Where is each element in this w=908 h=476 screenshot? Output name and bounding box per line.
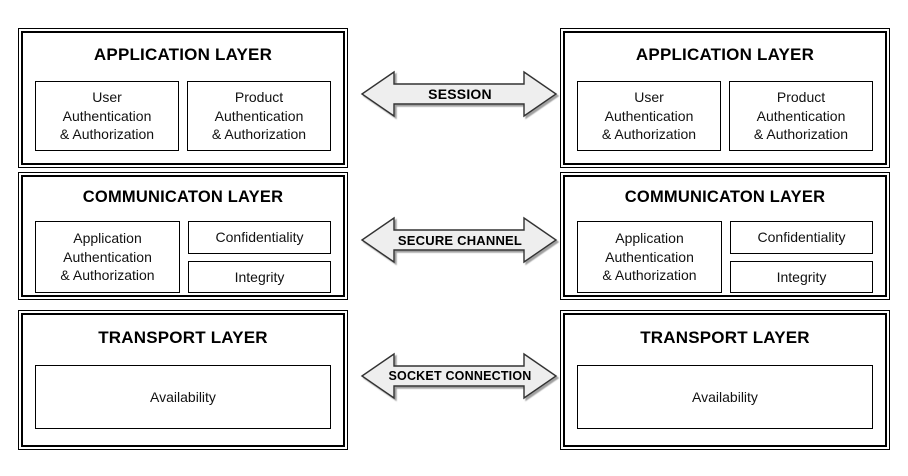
right-application-auth-box[interactable]: Application Authentication & Authorizati… <box>577 221 722 293</box>
left-availability-label: Availability <box>150 388 216 405</box>
socket-connection-arrow[interactable]: SOCKET CONNECTION <box>360 348 560 404</box>
right-communication-layer-boxes: Application Authentication & Authorizati… <box>577 221 873 293</box>
left-application-auth-line-2: Authentication <box>63 248 152 265</box>
left-application-auth-line-1: Application <box>73 230 142 247</box>
right-product-auth-line-1: Product <box>776 89 826 106</box>
right-application-layer-boxes: User Authentication & Authorization Prod… <box>577 81 873 151</box>
right-user-auth-box[interactable]: User Authentication & Authorization <box>577 81 721 151</box>
left-transport-layer-frame: TRANSPORT LAYER Availability <box>21 313 345 447</box>
right-availability-label: Availability <box>692 388 758 405</box>
left-transport-layer-boxes: Availability <box>35 365 331 429</box>
right-confidentiality-label: Confidentiality <box>757 229 846 246</box>
left-integrity-label: Integrity <box>234 268 285 285</box>
left-user-auth-box[interactable]: User Authentication & Authorization <box>35 81 179 151</box>
right-availability-box[interactable]: Availability <box>577 365 873 429</box>
right-integrity-box[interactable]: Integrity <box>730 260 873 293</box>
right-application-auth-line-3: & Authorization <box>602 267 697 284</box>
left-integrity-box[interactable]: Integrity <box>188 260 331 293</box>
right-product-auth-box[interactable]: Product Authentication & Authorization <box>729 81 873 151</box>
left-availability-box[interactable]: Availability <box>35 365 331 429</box>
right-user-auth-line-2: Authentication <box>604 107 694 124</box>
left-application-layer-frame: APPLICATION LAYER User Authentication & … <box>21 31 345 165</box>
right-product-auth-line-2: Authentication <box>756 107 846 124</box>
right-application-auth-line-2: Authentication <box>605 248 694 265</box>
left-product-auth-line-1: Product <box>234 89 284 106</box>
right-user-auth-line-3: & Authorization <box>601 126 697 143</box>
left-confidentiality-label: Confidentiality <box>215 229 304 246</box>
left-application-auth-line-3: & Authorization <box>60 267 155 284</box>
right-transport-layer-title: TRANSPORT LAYER <box>640 328 810 347</box>
left-transport-layer[interactable]: TRANSPORT LAYER Availability <box>18 310 348 450</box>
right-transport-layer-boxes: Availability <box>577 365 873 429</box>
left-communication-layer-frame: COMMUNICATON LAYER Application Authentic… <box>21 175 345 297</box>
right-communication-layer-title: COMMUNICATON LAYER <box>624 188 826 206</box>
session-double-arrow-icon <box>360 70 558 118</box>
left-application-layer[interactable]: APPLICATION LAYER User Authentication & … <box>18 28 348 168</box>
right-application-auth-line-1: Application <box>615 230 684 247</box>
left-communication-layer-title: COMMUNICATON LAYER <box>82 188 284 206</box>
right-product-auth-line-3: & Authorization <box>753 126 849 143</box>
secure-channel-arrow[interactable]: SECURE CHANNEL <box>360 212 560 268</box>
right-transport-layer[interactable]: TRANSPORT LAYER Availability <box>560 310 890 450</box>
left-application-auth-box[interactable]: Application Authentication & Authorizati… <box>35 221 180 293</box>
left-product-auth-line-3: & Authorization <box>211 126 307 143</box>
session-arrow[interactable]: SESSION <box>360 66 560 122</box>
right-confidentiality-box[interactable]: Confidentiality <box>730 221 873 254</box>
right-integrity-label: Integrity <box>776 268 827 285</box>
left-communication-layer-boxes: Application Authentication & Authorizati… <box>35 221 331 293</box>
left-user-auth-line-2: Authentication <box>62 107 152 124</box>
socket-connection-double-arrow-icon <box>360 352 558 400</box>
left-product-auth-box[interactable]: Product Authentication & Authorization <box>187 81 331 151</box>
left-transport-layer-title: TRANSPORT LAYER <box>98 328 268 347</box>
right-communication-layer[interactable]: COMMUNICATON LAYER Application Authentic… <box>560 172 890 300</box>
left-product-auth-line-2: Authentication <box>214 107 304 124</box>
right-communication-layer-frame: COMMUNICATON LAYER Application Authentic… <box>563 175 887 297</box>
right-communication-right-column: Confidentiality Integrity <box>730 221 873 293</box>
left-communication-right-column: Confidentiality Integrity <box>188 221 331 293</box>
right-application-layer-title: APPLICATION LAYER <box>635 45 815 64</box>
left-application-layer-boxes: User Authentication & Authorization Prod… <box>35 81 331 151</box>
right-transport-layer-frame: TRANSPORT LAYER Availability <box>563 313 887 447</box>
right-user-auth-line-1: User <box>634 89 664 106</box>
left-communication-layer[interactable]: COMMUNICATON LAYER Application Authentic… <box>18 172 348 300</box>
right-application-layer[interactable]: APPLICATION LAYER User Authentication & … <box>560 28 890 168</box>
left-confidentiality-box[interactable]: Confidentiality <box>188 221 331 254</box>
secure-channel-double-arrow-icon <box>360 216 558 264</box>
right-application-layer-frame: APPLICATION LAYER User Authentication & … <box>563 31 887 165</box>
left-user-auth-line-3: & Authorization <box>59 126 155 143</box>
left-user-auth-line-1: User <box>92 89 122 106</box>
left-application-layer-title: APPLICATION LAYER <box>93 45 273 64</box>
